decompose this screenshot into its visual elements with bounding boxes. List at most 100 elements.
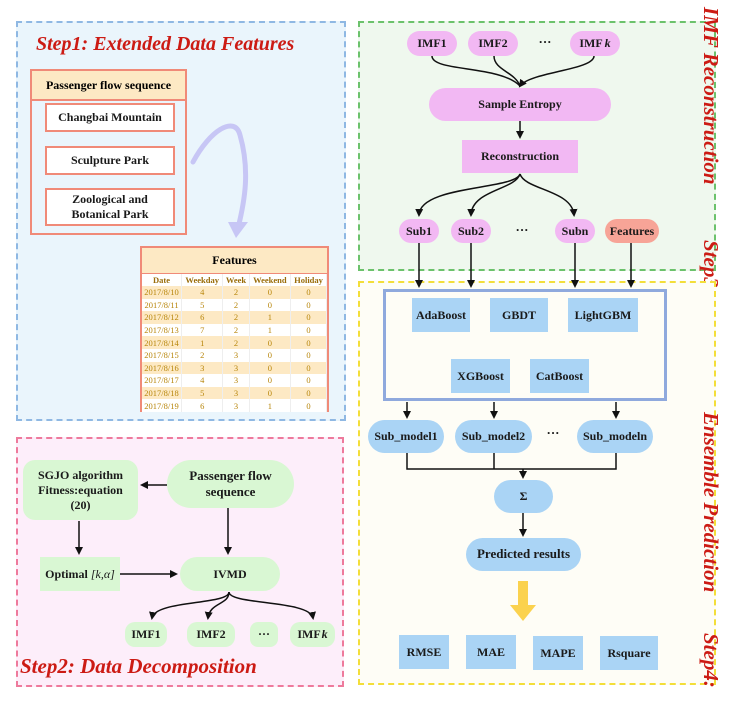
optimal-params-box: Optimal [k,α] [40,557,120,591]
features-table-box: Features Date Weekday Week Weekend Holid… [140,246,329,412]
col-weekend: Weekend [249,274,292,286]
features-table-cell: 0 [290,336,327,349]
col-holiday: Holiday [290,274,327,286]
features-table-cell: 0 [290,311,327,324]
features-table-cell: 3 [181,361,224,375]
features-table-cell: 6 [181,311,224,324]
features-table-cell: 0 [290,286,327,299]
model-lightgbm: LightGBM [568,298,638,332]
features-table-cell: 3 [222,399,250,412]
features-table-cell: 2017/8/13 [142,323,183,337]
features-table-cell: 4 [181,286,224,299]
features-table-cell: 0 [249,336,292,349]
model-xgboost: XGBoost [451,359,510,393]
sgjo-line2: Fitness:equation [38,482,123,497]
reconstruction-node: Reconstruction [462,140,578,173]
features-table-cell: 0 [290,374,327,387]
step3-imf-ellipsis: ··· [538,34,552,49]
passenger-flow-header: Passenger flow sequence [32,71,185,101]
sample-entropy-node: Sample Entropy [429,88,611,121]
col-weekday: Weekday [181,274,224,286]
features-table-cell: 3 [222,361,250,375]
model-gbdt: GBDT [490,298,548,332]
features-table-cell: 4 [181,374,224,387]
features-table-cell: 0 [249,298,292,312]
location-changbai-mountain: Changbai Mountain [45,103,175,132]
passenger-flow-sequence-node: Passenger flow sequence [167,460,294,508]
sub-modeln: Sub_modeln [577,420,653,453]
features-table-cell: 3 [222,386,250,400]
features-table-cell: 2017/8/19 [142,399,183,412]
features-table-cell: 2 [181,348,224,362]
features-table-cell: 0 [249,286,292,299]
step1-title: Step1: Extended Data Features [36,33,295,55]
step3-features: Features [605,219,659,243]
step3-imf2: IMF2 [468,31,518,56]
features-table-cell: 0 [290,399,327,412]
features-table: Date Weekday Week Weekend Holiday 2017/8… [142,274,327,412]
features-table-cell: 0 [249,348,292,362]
location-sculpture-park: Sculpture Park [45,146,175,175]
passenger-line2: sequence [205,484,256,499]
features-table-cell: 1 [249,323,292,337]
sub-model2: Sub_model2 [455,420,532,453]
features-table-cell: 2 [222,336,250,349]
step3-sub2: Sub2 [451,219,491,243]
features-table-title: Features [142,248,327,274]
metric-rsquare: Rsquare [600,636,658,670]
step2-imf1: IMF1 [125,622,167,647]
col-week: Week [222,274,250,286]
predicted-results-node: Predicted results [466,538,581,571]
features-table-cell: 2017/8/12 [142,311,183,324]
passenger-line1: Passenger flow [189,467,272,483]
features-table-cell: 5 [181,298,224,312]
step3-title: Step3: IMF Reconstruction [662,7,723,294]
features-table-cell: 2017/8/11 [142,298,183,312]
sgjo-line1: SGJO algorithm [37,467,123,482]
features-table-cell: 2017/8/16 [142,361,183,375]
step4-title: Step4: Ensemble Prediction [662,412,723,687]
metric-rmse: RMSE [399,635,449,669]
col-date: Date [142,274,183,286]
model-adaboost: AdaBoost [412,298,470,332]
step3-subn: Subn [555,219,595,243]
model-catboost: CatBoost [530,359,589,393]
sgjo-line3: (20) [70,497,91,512]
step3-imfk-label: IMF [579,36,603,50]
features-table-cell: 1 [249,311,292,324]
metric-mape: MAPE [533,636,583,670]
features-table-cell: 2017/8/14 [142,336,183,349]
features-table-cell: 2017/8/15 [142,348,183,362]
features-table-cell: 0 [290,361,327,375]
sub-model1: Sub_model1 [368,420,444,453]
optimal-params: [k,α] [90,566,115,581]
features-table-cell: 5 [181,386,224,400]
step3-imf1: IMF1 [407,31,457,56]
features-table-cell: 6 [181,399,224,412]
step3-sub1: Sub1 [399,219,439,243]
features-table-cell: 0 [290,386,327,400]
location-zoological-botanical-park: Zoological and Botanical Park [45,188,175,226]
sum-node: Σ [494,480,553,513]
features-table-cell: 3 [222,374,250,387]
step3-imfk-suffix: k [604,36,611,50]
features-table-cell: 2017/8/10 [142,286,183,299]
features-table-cell: 0 [249,386,292,400]
features-table-cell: 0 [290,298,327,312]
features-table-cell: 3 [222,348,250,362]
ivmd-node: IVMD [180,557,280,591]
features-table-cell: 2 [222,286,250,299]
features-table-cell: 0 [249,374,292,387]
features-table-cell: 0 [249,361,292,375]
step4-title-line1: Step4: [699,632,723,688]
step2-title: Step2: Data Decomposition [20,654,257,678]
